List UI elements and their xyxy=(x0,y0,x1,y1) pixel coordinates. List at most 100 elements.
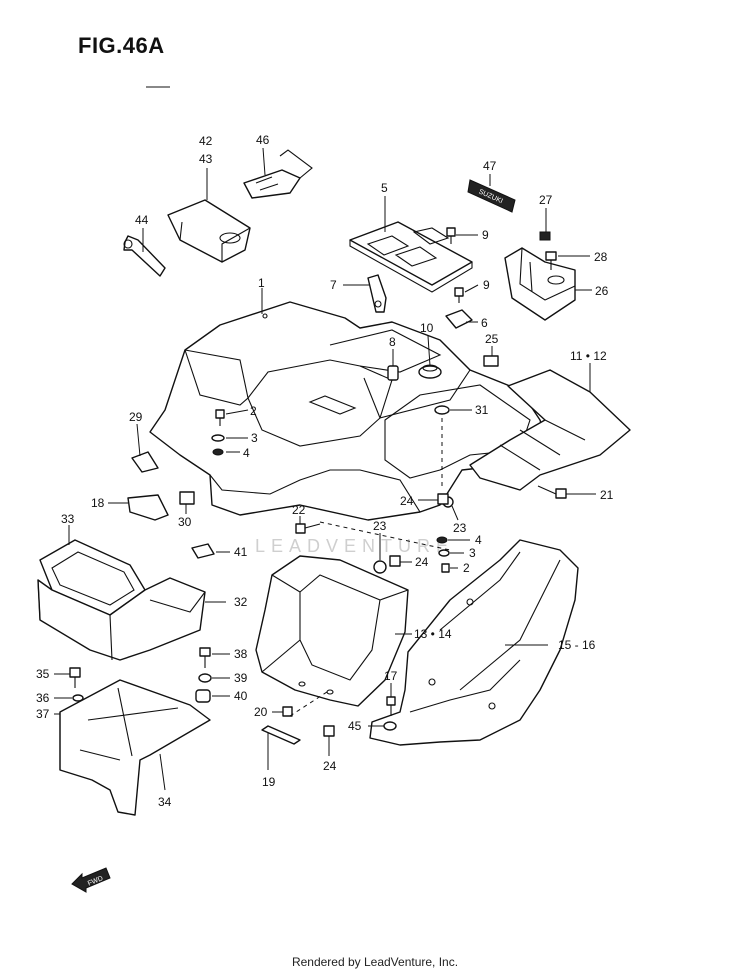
callout-34[interactable]: 34 xyxy=(158,795,172,809)
callout-3b[interactable]: 3 xyxy=(469,546,476,560)
part-6-bracket[interactable] xyxy=(445,309,473,329)
callout-24a[interactable]: 24 xyxy=(400,494,414,508)
callout-17[interactable]: 17 xyxy=(384,669,398,683)
part-40-grommet[interactable] xyxy=(195,689,211,703)
callout-21[interactable]: 21 xyxy=(600,488,614,502)
callout-23a[interactable]: 23 xyxy=(373,519,387,533)
part-30-pad[interactable] xyxy=(179,491,195,505)
part-22-bolt[interactable] xyxy=(295,523,321,534)
callout-41[interactable]: 41 xyxy=(234,545,248,559)
part-45-washer[interactable] xyxy=(383,721,397,731)
part-44-wrench[interactable] xyxy=(123,235,166,277)
part-27-nut[interactable] xyxy=(539,231,551,241)
callout-4b[interactable]: 4 xyxy=(475,533,482,547)
callout-1[interactable]: 1 xyxy=(258,276,265,290)
leader-2a xyxy=(225,409,249,415)
part-9-bolt-lower[interactable] xyxy=(454,287,464,303)
part-35-bolt[interactable] xyxy=(69,667,81,688)
part-29-guard[interactable] xyxy=(131,451,159,473)
callout-2a[interactable]: 2 xyxy=(250,404,257,418)
callout-7[interactable]: 7 xyxy=(330,278,337,292)
part-7-bracket[interactable] xyxy=(367,274,387,313)
callout-25[interactable]: 25 xyxy=(485,332,499,346)
part-4-nut-left[interactable] xyxy=(212,448,224,456)
callout-8[interactable]: 8 xyxy=(389,335,396,349)
part-28-bolt[interactable] xyxy=(545,251,557,270)
part-13-14-inner-fender[interactable] xyxy=(255,555,409,707)
part-3-washer-left[interactable] xyxy=(211,434,225,442)
part-5-carrier[interactable] xyxy=(349,221,473,293)
callout-39[interactable]: 39 xyxy=(234,671,248,685)
callout-28[interactable]: 28 xyxy=(594,250,608,264)
callout-43[interactable]: 43 xyxy=(199,152,213,166)
callout-29[interactable]: 29 xyxy=(129,410,143,424)
part-34-bottom-plate[interactable] xyxy=(59,679,211,816)
part-1-rear-fender[interactable] xyxy=(149,301,551,521)
part-4-nut-right[interactable] xyxy=(436,536,448,544)
callout-18[interactable]: 18 xyxy=(91,496,105,510)
part-18-rubber[interactable] xyxy=(127,494,169,521)
callout-30[interactable]: 30 xyxy=(178,515,192,529)
part-3-washer-right[interactable] xyxy=(438,549,450,557)
callout-5[interactable]: 5 xyxy=(381,181,388,195)
part-17-bolt[interactable] xyxy=(386,696,396,716)
part-39-collar[interactable] xyxy=(198,673,212,683)
callout-4a[interactable]: 4 xyxy=(243,446,250,460)
callout-45[interactable]: 45 xyxy=(348,719,362,733)
callout-37[interactable]: 37 xyxy=(36,707,50,721)
callout-9b[interactable]: 9 xyxy=(483,278,490,292)
callout-46[interactable]: 46 xyxy=(256,133,270,147)
part-20-bolt[interactable] xyxy=(282,706,293,717)
part-15-16-splash-guard[interactable] xyxy=(369,539,579,746)
callout-6[interactable]: 6 xyxy=(481,316,488,330)
callout-10[interactable]: 10 xyxy=(420,321,434,335)
part-2-bolt-left[interactable] xyxy=(215,409,225,426)
callout-3a[interactable]: 3 xyxy=(251,431,258,445)
callout-15-16[interactable]: 15 - 16 xyxy=(558,638,596,652)
part-25-rubber[interactable] xyxy=(483,355,499,367)
part-41-pad[interactable] xyxy=(191,543,215,559)
callout-23b[interactable]: 23 xyxy=(453,521,467,535)
callout-9a[interactable]: 9 xyxy=(482,228,489,242)
callout-19[interactable]: 19 xyxy=(262,775,276,789)
callout-44[interactable]: 44 xyxy=(135,213,149,227)
part-24-nut-middle[interactable] xyxy=(389,555,401,567)
part-2-bolt-right[interactable] xyxy=(441,563,450,573)
part-24-nut-upper[interactable] xyxy=(437,493,449,505)
callout-38[interactable]: 38 xyxy=(234,647,248,661)
leader-29 xyxy=(136,423,141,457)
part-36-washer[interactable] xyxy=(72,694,84,702)
callout-42[interactable]: 42 xyxy=(199,134,213,148)
part-47-emblem[interactable]: SUZUKI xyxy=(467,179,516,213)
callout-47[interactable]: 47 xyxy=(483,159,497,173)
callout-31[interactable]: 31 xyxy=(475,403,489,417)
part-21-bolt[interactable] xyxy=(537,485,567,499)
callout-35[interactable]: 35 xyxy=(36,667,50,681)
callout-27[interactable]: 27 xyxy=(539,193,553,207)
part-24-nut-lower[interactable] xyxy=(323,725,335,737)
callout-22[interactable]: 22 xyxy=(292,503,306,517)
callout-2b[interactable]: 2 xyxy=(463,561,470,575)
part-32-storage-box[interactable] xyxy=(37,577,206,661)
callout-24c[interactable]: 24 xyxy=(323,759,337,773)
part-38-bolt[interactable] xyxy=(199,647,211,668)
part-23-washer-center[interactable] xyxy=(373,560,387,574)
part-9-bolt-upper[interactable] xyxy=(446,227,456,244)
callout-11-12[interactable]: 11 • 12 xyxy=(570,349,607,363)
callout-40[interactable]: 40 xyxy=(234,689,248,703)
part-19-bracket[interactable] xyxy=(261,725,301,745)
part-11-12-mudflap[interactable] xyxy=(469,369,631,491)
callout-13-14[interactable]: 13 • 14 xyxy=(414,627,452,641)
callout-20[interactable]: 20 xyxy=(254,705,268,719)
part-42-43-pad[interactable] xyxy=(167,199,251,263)
callout-33[interactable]: 33 xyxy=(61,512,75,526)
callout-32[interactable]: 32 xyxy=(234,595,248,609)
callout-24b[interactable]: 24 xyxy=(415,555,429,569)
part-26-mount-bracket[interactable] xyxy=(504,247,576,321)
part-8-plug[interactable] xyxy=(387,365,399,381)
callout-36[interactable]: 36 xyxy=(36,691,50,705)
part-31-washer[interactable] xyxy=(434,405,450,415)
part-10-cap[interactable] xyxy=(418,364,442,379)
callout-26[interactable]: 26 xyxy=(595,284,609,298)
part-46-clip[interactable] xyxy=(243,149,313,199)
